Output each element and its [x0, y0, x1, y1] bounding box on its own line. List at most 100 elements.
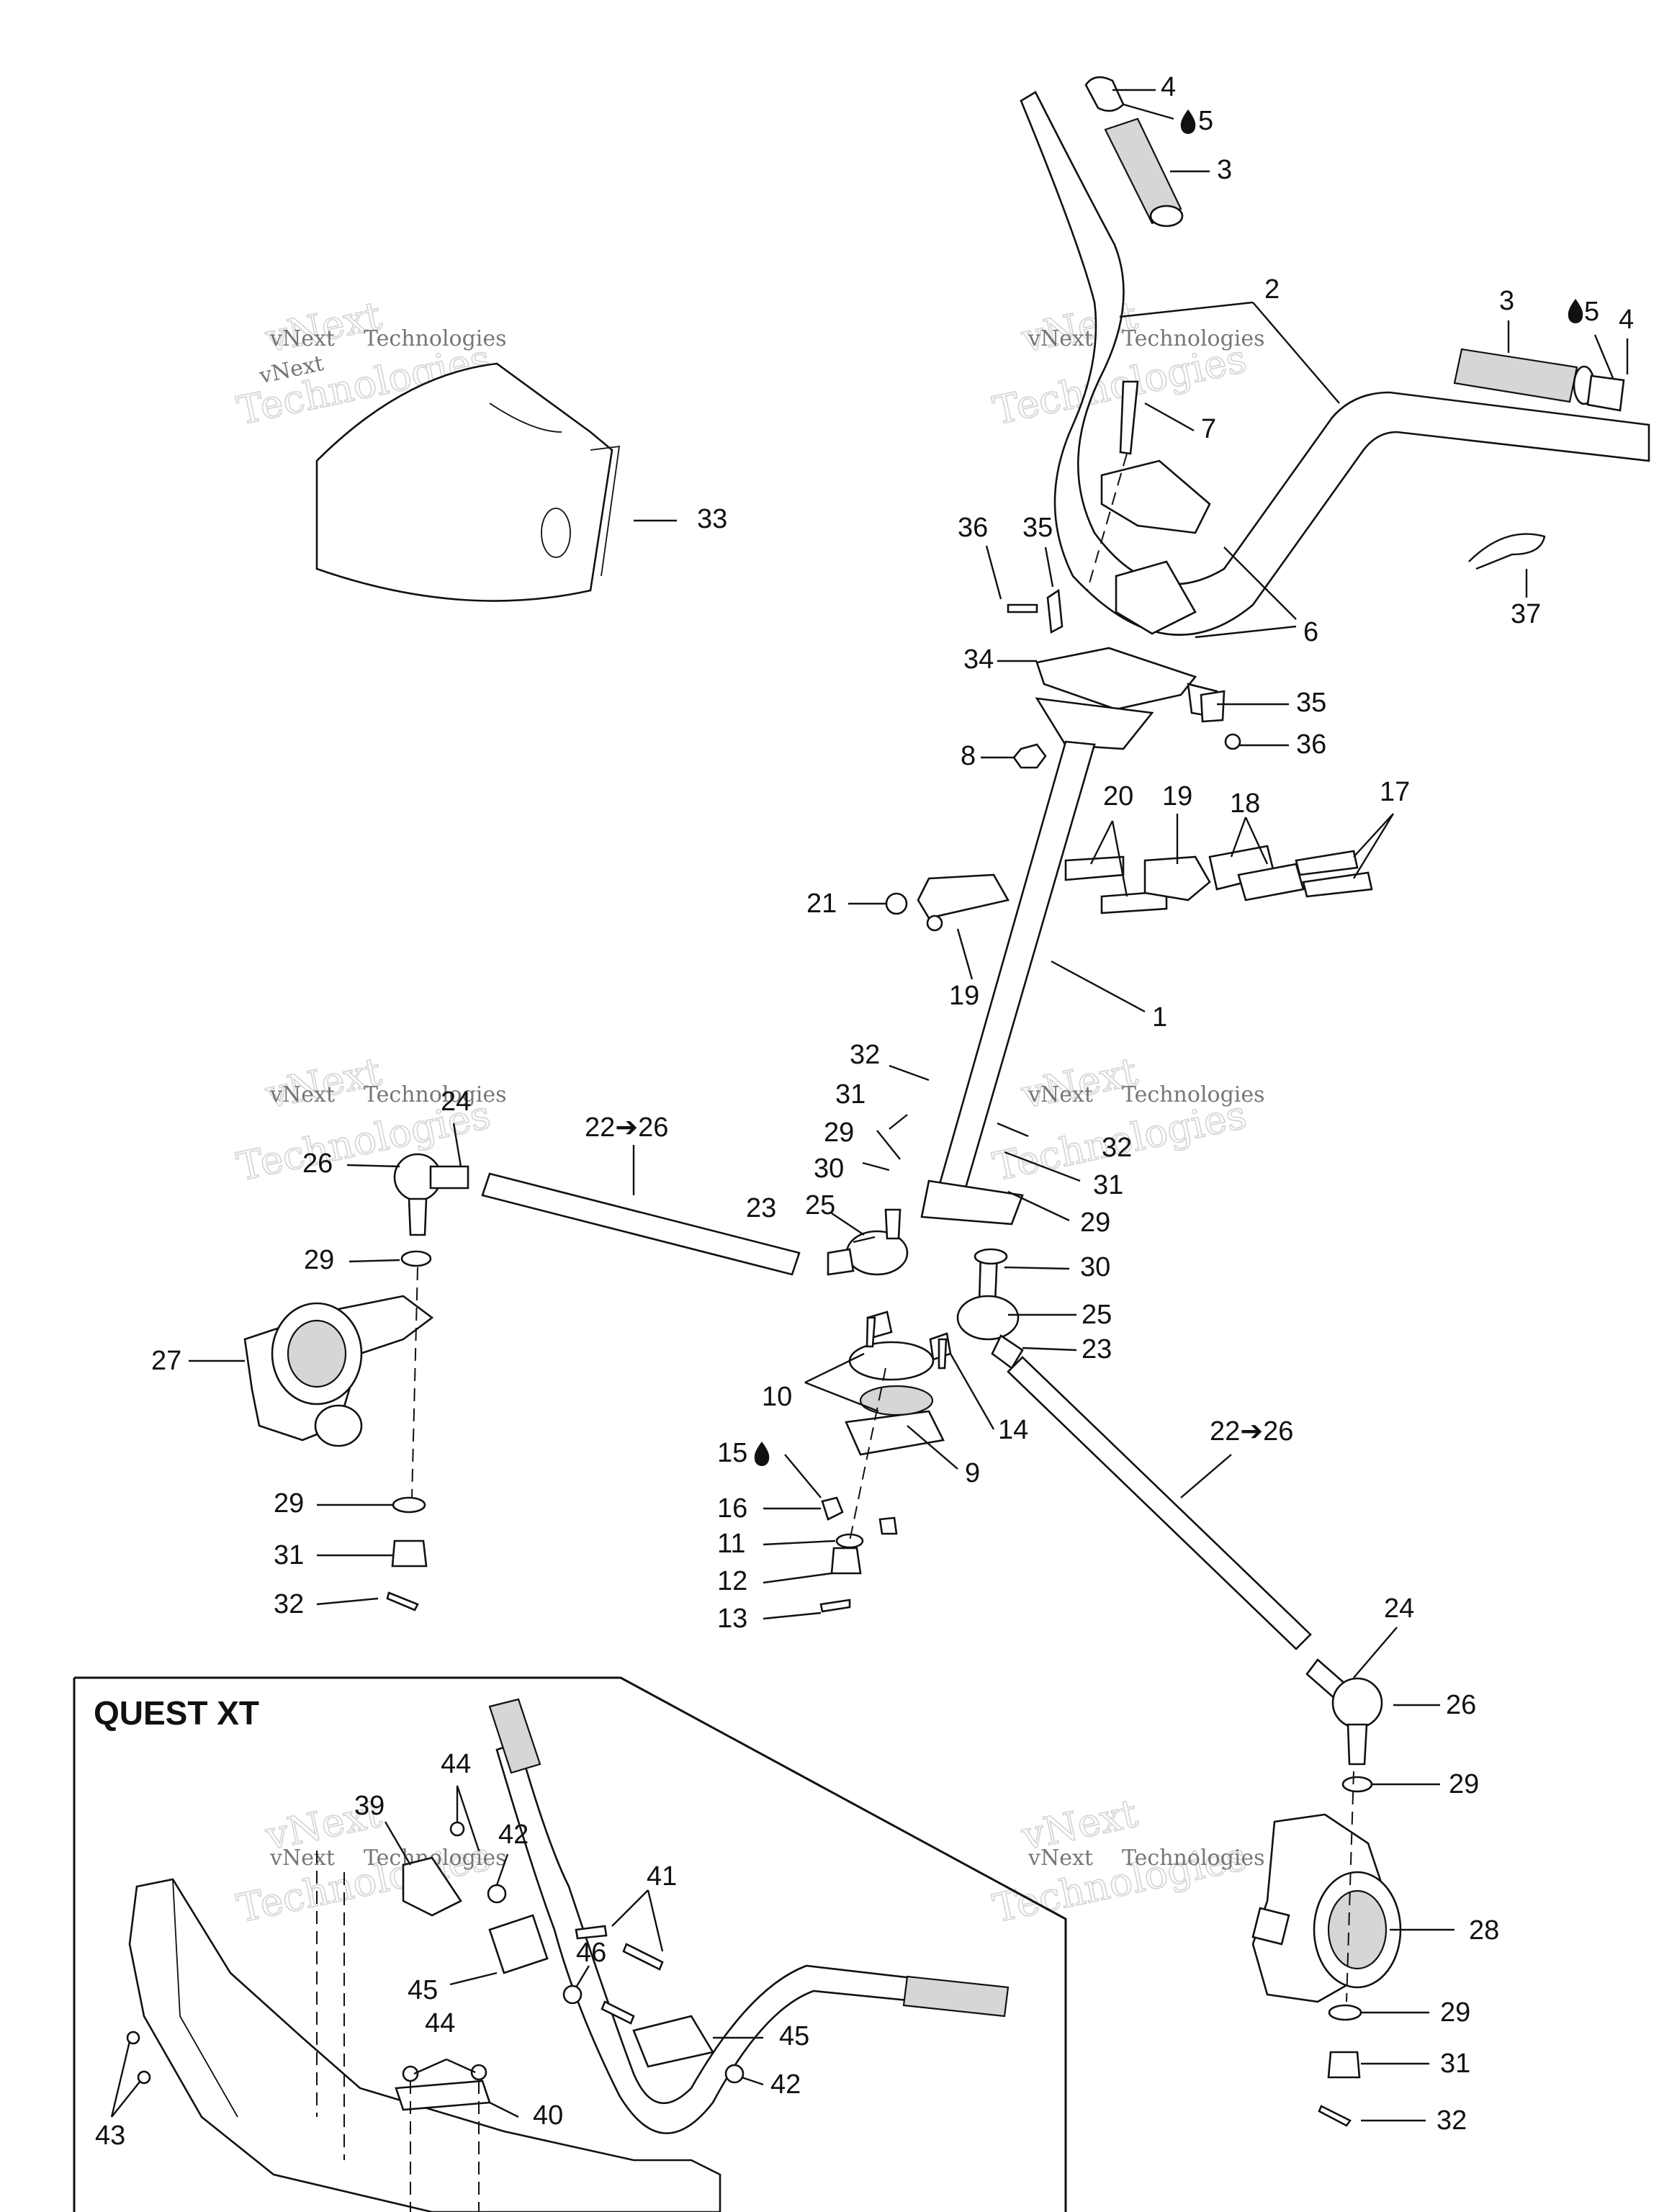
part-label-29f: 29: [1440, 1997, 1470, 2028]
part-label-34: 34: [963, 644, 994, 675]
windshield-part: [315, 362, 621, 602]
part-label-29c: 29: [304, 1245, 334, 1275]
inset-title: QUEST XT: [94, 1694, 259, 1732]
watermark-text: vNext: [269, 1082, 335, 1107]
nut-part: [1012, 743, 1047, 769]
quest-xt-inset: QUEST XT: [73, 1676, 1067, 2212]
part-label-20: 20: [1103, 781, 1133, 811]
part-label-45: 45: [408, 1975, 438, 2005]
cotter-pin-part: [1318, 2105, 1352, 2127]
steering-knuckle-right-part: [1251, 1813, 1402, 2003]
inset-grip-part: [902, 1975, 1010, 2018]
part-label-45b: 45: [779, 2021, 809, 2051]
cable-tie-part: [1468, 533, 1546, 570]
washer-part: [835, 1533, 864, 1549]
watermark-text: Technologies: [364, 326, 507, 351]
bolt-part: [622, 1943, 664, 1971]
part-label-43: 43: [95, 2121, 125, 2151]
part-label-33: 33: [697, 504, 727, 534]
tie-rod-end-right-part: [956, 1248, 1024, 1370]
oil-drop-icon: [754, 1442, 770, 1466]
part-label-26b: 26: [1446, 1690, 1476, 1720]
tie-rod-left-part: [393, 1153, 801, 1276]
part-label-31d: 31: [1440, 2049, 1470, 2079]
steering-knuckle-left-part: [243, 1295, 434, 1447]
washer-part: [1341, 1776, 1373, 1793]
part-label-5: 5: [1198, 106, 1213, 136]
part-label-15: 15: [717, 1438, 747, 1468]
part-label-24b: 24: [1384, 1593, 1414, 1624]
watermark-text: vNext: [1028, 1845, 1093, 1871]
part-label-3b: 3: [1499, 286, 1514, 316]
part-label-24: 24: [441, 1087, 471, 1117]
part-label-32b: 32: [1102, 1133, 1132, 1163]
watermark-text: vNext: [1028, 1082, 1093, 1107]
part-label-21: 21: [806, 889, 837, 919]
part-label-16: 16: [717, 1493, 747, 1524]
clip-part: [1046, 588, 1064, 634]
tie-rod-end-part: [827, 1208, 909, 1276]
part-label-4: 4: [1161, 72, 1176, 102]
clip-part: [1200, 690, 1226, 723]
part-label-29b: 29: [1080, 1208, 1110, 1238]
part-label-26: 26: [302, 1148, 333, 1179]
cotter-pin-part: [386, 1591, 419, 1611]
castle-nut-part: [391, 1539, 428, 1568]
column-support-part: [885, 845, 1373, 932]
part-label-39b: 39: [792, 2208, 822, 2212]
bracket-part: [488, 1914, 549, 1974]
bracket-part: [632, 2015, 715, 2068]
part-label-22-26: 22➔26: [585, 1112, 668, 1143]
watermark-text: vNext: [1028, 326, 1093, 351]
part-label-39: 39: [354, 1791, 385, 1821]
part-label-6: 6: [1303, 617, 1318, 647]
bolt-part: [938, 1338, 948, 1370]
part-label-7: 7: [1201, 414, 1216, 444]
part-label-40: 40: [533, 2100, 563, 2131]
part-label-23b: 23: [1082, 1334, 1112, 1364]
part-label-35: 35: [1022, 513, 1053, 543]
watermark-4: vNext Technologies: [989, 1048, 1251, 1190]
part-label-23: 23: [746, 1193, 776, 1223]
part-label-11: 11: [717, 1529, 745, 1559]
leader-lines: [189, 89, 1629, 2122]
part-label-3: 3: [1217, 155, 1232, 185]
part-label-12: 12: [717, 1566, 747, 1596]
part-label-41: 41: [647, 1861, 677, 1892]
nut-part: [449, 1821, 465, 1837]
inset-grip-part: [488, 1698, 541, 1774]
part-label-44b: 44: [425, 2008, 455, 2038]
nut-part: [487, 1884, 507, 1904]
part-label-10: 10: [762, 1382, 792, 1412]
part-label-31b: 31: [1093, 1170, 1123, 1200]
part-label-30: 30: [814, 1154, 844, 1184]
part-label-37: 37: [1511, 599, 1541, 629]
part-label-19b: 19: [949, 981, 979, 1011]
part-label-29d: 29: [274, 1488, 304, 1519]
part-label-31c: 31: [274, 1540, 304, 1570]
part-label-25: 25: [805, 1190, 835, 1220]
part-label-14: 14: [998, 1415, 1028, 1445]
part-label-32d: 32: [1437, 2105, 1467, 2136]
oil-drop-icon: [1568, 299, 1583, 323]
watermark-text: vNext: [269, 1845, 335, 1871]
bolt-part: [601, 2000, 635, 2025]
inset-handlebar-part: [495, 1741, 995, 2134]
screw-part: [137, 2070, 151, 2085]
bolt-part: [866, 1316, 876, 1348]
part-label-42b: 42: [770, 2069, 801, 2100]
castle-nut-part: [830, 1547, 862, 1575]
part-label-35b: 35: [1296, 688, 1326, 718]
part-label-5b: 5: [1584, 297, 1599, 327]
column-lower-part: [845, 1310, 952, 1456]
washer-part: [1328, 2004, 1362, 2021]
part-label-27: 27: [151, 1346, 181, 1376]
oil-drop-icon: [1180, 109, 1196, 134]
cotter-pin-part: [819, 1599, 851, 1613]
part-label-18: 18: [1230, 788, 1260, 819]
part-label-29: 29: [824, 1118, 854, 1148]
bolt-part: [575, 1925, 608, 1940]
part-label-36b: 36: [1296, 729, 1326, 760]
bolt-part: [1119, 380, 1139, 455]
